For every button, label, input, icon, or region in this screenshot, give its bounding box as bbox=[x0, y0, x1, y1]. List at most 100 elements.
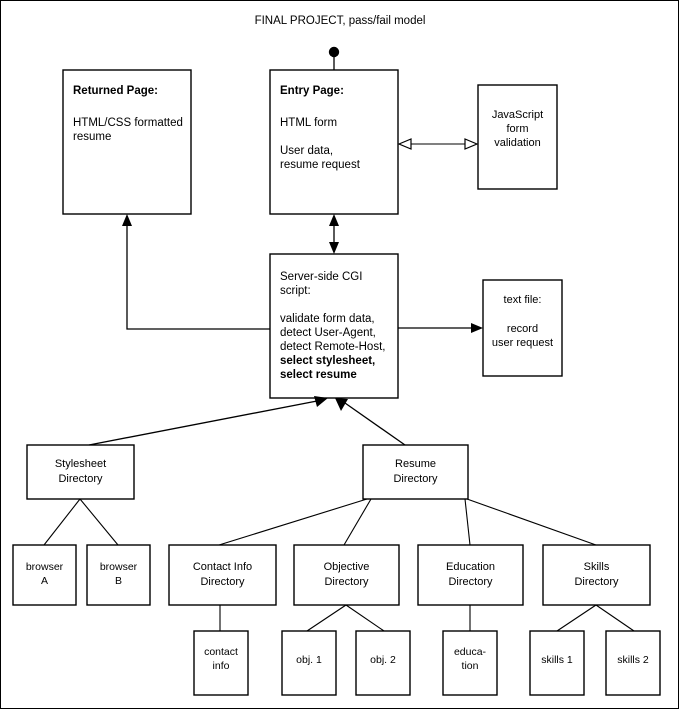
objective-directory-line-2: Directory bbox=[324, 576, 369, 588]
resume-cgi-arrowhead bbox=[335, 398, 348, 411]
connector-entry-to-cgi bbox=[329, 214, 339, 254]
connector-resume-to-skills-directory bbox=[466, 498, 597, 546]
connector-cgi-to-returned-page bbox=[122, 214, 270, 330]
stylesheet-cgi-line bbox=[88, 400, 318, 446]
cgi-script-item-5: select resume bbox=[280, 369, 357, 381]
skills-directory-line-1: Skills bbox=[584, 561, 610, 573]
obj-2-label: obj. 2 bbox=[370, 654, 396, 666]
entry-page-line-3: resume request bbox=[280, 159, 361, 171]
connector-stylesheet-to-browser-a bbox=[43, 498, 81, 546]
box-obj-2[interactable]: obj. 2 bbox=[355, 630, 411, 696]
cgi-script-heading-line-1: Server-side CGI bbox=[280, 271, 362, 283]
box-resume-directory[interactable]: Resume Directory bbox=[362, 444, 469, 500]
contact-info-directory-line-2: Directory bbox=[200, 576, 245, 588]
connector-skills-directory-to-skills-2 bbox=[595, 604, 635, 632]
contact-info-line-1: contact bbox=[204, 646, 238, 658]
stylesheet-directory-line-1: Stylesheet bbox=[55, 458, 106, 470]
text-file-line-2: user request bbox=[492, 337, 553, 349]
objective-directory-rect bbox=[293, 544, 400, 606]
cgi-script-rect bbox=[269, 253, 399, 399]
box-cgi-script[interactable]: Server-side CGI script: validate form da… bbox=[269, 253, 399, 399]
education-directory-line-1: Education bbox=[446, 561, 495, 573]
resume-directory-line-2: Directory bbox=[393, 473, 438, 485]
contact-info-rect bbox=[193, 630, 249, 696]
cgi-returned-page-arrowhead bbox=[122, 214, 132, 226]
cgi-script-item-1: validate form data, bbox=[280, 313, 375, 325]
browser-b-line-2: B bbox=[115, 575, 122, 587]
education-line-2: tion bbox=[462, 660, 479, 672]
box-skills-directory[interactable]: Skills Directory bbox=[542, 544, 651, 606]
entry-page-line-2: User data, bbox=[280, 145, 333, 157]
box-stylesheet-directory[interactable]: Stylesheet Directory bbox=[26, 444, 135, 500]
education-line-1: educa- bbox=[454, 646, 487, 658]
cgi-script-heading-line-2: script: bbox=[280, 285, 311, 297]
browser-b-line-1: browser bbox=[100, 561, 138, 573]
box-text-file[interactable]: text file: record user request bbox=[482, 279, 563, 377]
cgi-text-file-arrowhead bbox=[471, 323, 483, 333]
education-directory-line-2: Directory bbox=[448, 576, 493, 588]
text-file-line-1: record bbox=[507, 323, 538, 335]
contact-info-directory-line-1: Contact Info bbox=[193, 561, 252, 573]
skills-directory-line-2: Directory bbox=[574, 576, 619, 588]
box-objective-directory[interactable]: Objective Directory bbox=[293, 544, 400, 606]
box-contact-info[interactable]: contact info bbox=[193, 630, 249, 696]
connector-entry-to-javascript bbox=[397, 138, 479, 150]
stylesheet-directory-line-2: Directory bbox=[58, 473, 103, 485]
entry-page-heading: Entry Page: bbox=[280, 85, 344, 97]
resume-directory-rect bbox=[362, 444, 469, 500]
box-contact-info-directory[interactable]: Contact Info Directory bbox=[168, 544, 277, 606]
entry-page-line-1: HTML form bbox=[280, 117, 337, 129]
entry-cgi-arrowhead-down bbox=[329, 242, 339, 254]
entry-page-rect bbox=[269, 69, 399, 215]
start-node bbox=[328, 46, 340, 70]
start-dot bbox=[328, 46, 340, 58]
skills-2-rect bbox=[605, 630, 661, 696]
contact-info-line-2: info bbox=[213, 660, 230, 672]
javascript-validation-rect bbox=[477, 84, 558, 190]
skills-2-label: skills 2 bbox=[617, 654, 649, 666]
box-javascript-validation[interactable]: JavaScript form validation bbox=[477, 84, 558, 190]
javascript-validation-line-2: form bbox=[507, 123, 529, 135]
connector-objective-directory-to-obj-1 bbox=[306, 604, 347, 632]
box-browser-a[interactable]: browser A bbox=[12, 544, 77, 606]
connector-resume-to-education-directory bbox=[464, 498, 471, 546]
obj-2-rect bbox=[355, 630, 411, 696]
obj-1-rect bbox=[281, 630, 337, 696]
diagram-title: FINAL PROJECT, pass/fail model bbox=[255, 15, 426, 27]
connector-objective-directory-to-obj-2 bbox=[345, 604, 385, 632]
cgi-script-item-3: detect Remote-Host, bbox=[280, 341, 385, 353]
cgi-script-item-2: detect User-Agent, bbox=[280, 327, 376, 339]
box-obj-1[interactable]: obj. 1 bbox=[281, 630, 337, 696]
box-returned-page[interactable]: Returned Page: HTML/CSS formatted resume bbox=[62, 69, 192, 215]
javascript-validation-line-1: JavaScript bbox=[492, 109, 543, 121]
box-browser-b[interactable]: browser B bbox=[86, 544, 151, 606]
cgi-script-item-4: select stylesheet, bbox=[280, 355, 375, 367]
box-education-directory[interactable]: Education Directory bbox=[417, 544, 524, 606]
education-directory-rect bbox=[417, 544, 524, 606]
connector-resume-to-objective-directory bbox=[343, 498, 372, 546]
entry-cgi-arrowhead-up bbox=[329, 214, 339, 226]
stylesheet-directory-rect bbox=[26, 444, 135, 500]
connector-resume-directory-to-cgi bbox=[335, 398, 406, 446]
resume-directory-line-1: Resume bbox=[395, 458, 436, 470]
returned-page-line-1: HTML/CSS formatted bbox=[73, 117, 183, 129]
browser-b-rect bbox=[86, 544, 151, 606]
box-entry-page[interactable]: Entry Page: HTML form User data, resume … bbox=[269, 69, 399, 215]
text-file-heading: text file: bbox=[504, 294, 542, 306]
connector-cgi-to-text-file bbox=[398, 323, 483, 333]
skills-directory-rect bbox=[542, 544, 651, 606]
returned-page-heading: Returned Page: bbox=[73, 85, 158, 97]
browser-a-line-2: A bbox=[41, 575, 48, 587]
objective-directory-line-1: Objective bbox=[324, 561, 370, 573]
stylesheet-cgi-arrowhead bbox=[314, 396, 328, 407]
resume-cgi-line bbox=[344, 402, 406, 446]
box-education[interactable]: educa- tion bbox=[442, 630, 498, 696]
box-skills-2[interactable]: skills 2 bbox=[605, 630, 661, 696]
contact-info-directory-rect bbox=[168, 544, 277, 606]
skills-1-rect bbox=[529, 630, 585, 696]
skills-1-label: skills 1 bbox=[541, 654, 573, 666]
education-rect bbox=[442, 630, 498, 696]
box-skills-1[interactable]: skills 1 bbox=[529, 630, 585, 696]
